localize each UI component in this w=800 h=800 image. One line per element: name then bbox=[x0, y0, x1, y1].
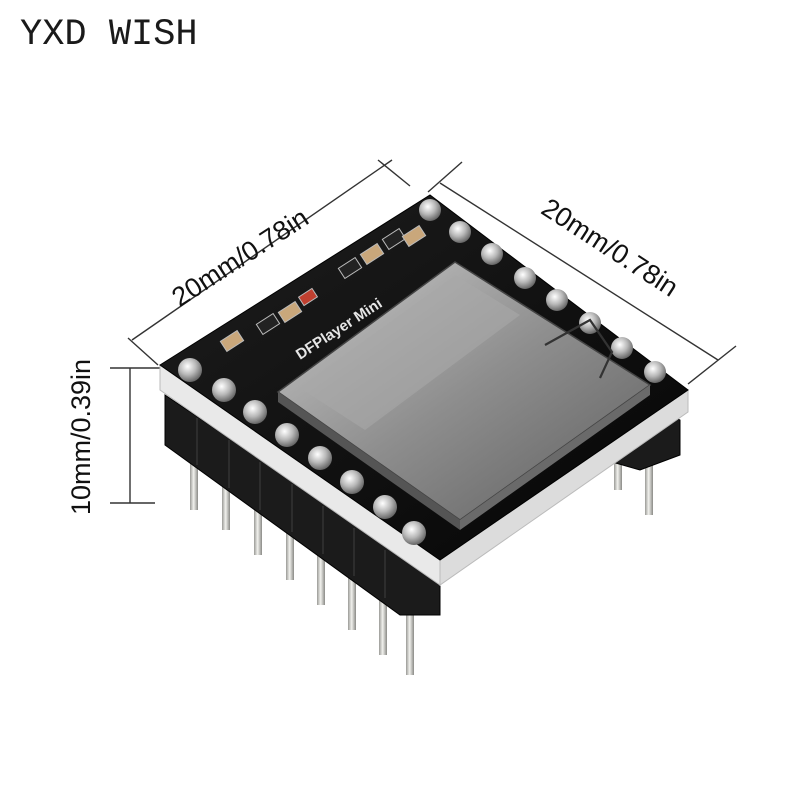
dim-line-top-left bbox=[131, 159, 393, 341]
brand-watermark: YXD WISH bbox=[20, 14, 198, 56]
header-housing-segments bbox=[196, 418, 386, 598]
smd-components bbox=[219, 224, 427, 353]
header-pins-front bbox=[190, 430, 653, 675]
dimension-lines bbox=[110, 159, 737, 504]
dim-label-top-right: 20mm/0.78in bbox=[536, 192, 683, 302]
solder-joints-left bbox=[178, 358, 426, 545]
dim-line-top-right bbox=[439, 182, 719, 361]
microsd-slot bbox=[276, 261, 652, 530]
dim-label-height: 10mm/0.39in bbox=[66, 359, 96, 515]
